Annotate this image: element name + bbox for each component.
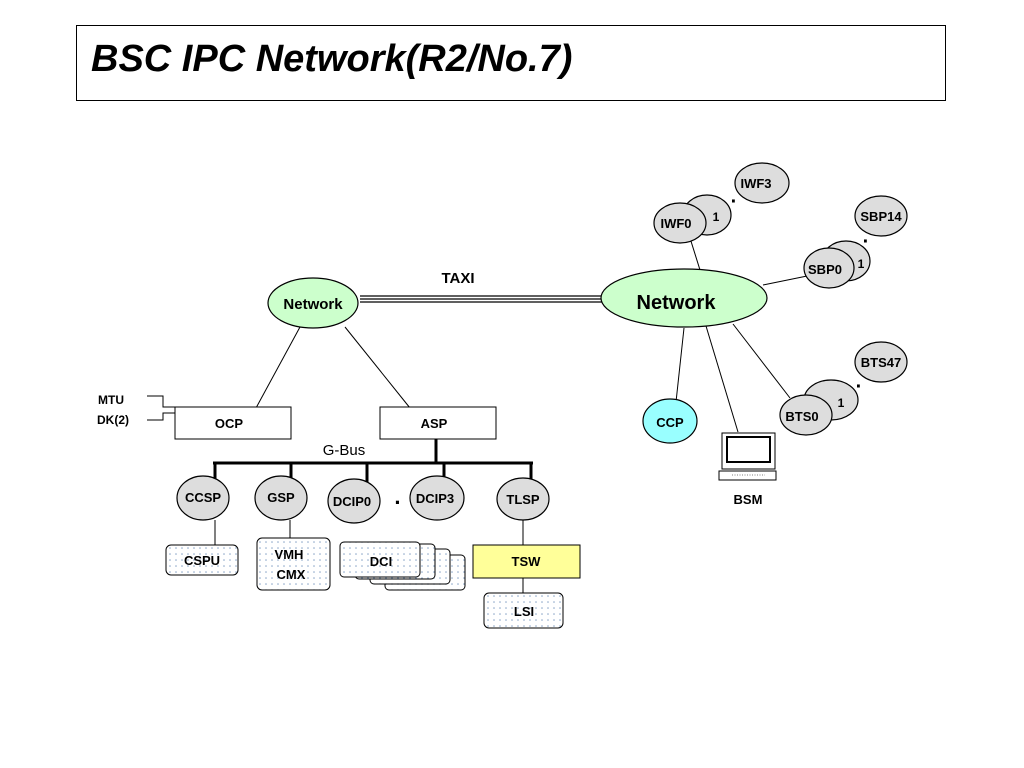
ccsp-node: CCSP	[176, 475, 230, 521]
svg-text:1: 1	[713, 210, 720, 224]
svg-text:OCP: OCP	[215, 416, 244, 431]
g-bus-label: G-Bus	[323, 442, 366, 459]
tsw-unit: TSW	[472, 544, 581, 579]
iwf-cluster: IWF3 · 1 IWF0	[653, 162, 790, 244]
dci-unit-stack: DCI	[339, 541, 466, 591]
svg-text:SBP0: SBP0	[808, 262, 842, 277]
svg-text:CCSP: CCSP	[185, 490, 221, 505]
svg-text:1: 1	[838, 396, 845, 410]
taxi-link	[360, 295, 602, 303]
svg-text:BTS47: BTS47	[861, 355, 901, 370]
svg-text:ASP: ASP	[421, 416, 448, 431]
dcip0-node: DCIP0	[327, 478, 381, 524]
svg-text:BTS0: BTS0	[785, 409, 818, 424]
gsp-node: GSP	[254, 475, 308, 521]
svg-text:SBP14: SBP14	[860, 209, 902, 224]
title-box: BSC IPC Network(R2/No.7)	[76, 25, 946, 101]
network-left-node: Network	[267, 277, 359, 329]
svg-text:VMH: VMH	[275, 547, 304, 562]
svg-text:CMX: CMX	[277, 567, 306, 582]
svg-text:CCP: CCP	[656, 415, 684, 430]
svg-text:GSP: GSP	[267, 490, 295, 505]
tlsp-node: TLSP	[496, 477, 550, 521]
connection-lines	[147, 237, 813, 593]
network-left-label: Network	[283, 296, 343, 313]
svg-text:·: ·	[731, 191, 738, 213]
svg-text:·: ·	[856, 376, 863, 398]
sbp-cluster: SBP14 · 1 SBP0	[803, 195, 908, 289]
network-right-label: Network	[637, 292, 717, 314]
dcip3-node: DCIP3	[409, 475, 465, 521]
asp-box: ASP	[379, 406, 497, 440]
page-title: BSC IPC Network(R2/No.7)	[91, 38, 573, 80]
g-bus	[213, 438, 533, 484]
dk-label: DK(2)	[97, 413, 129, 427]
svg-text:DCI: DCI	[370, 554, 392, 569]
mtu-label: MTU	[98, 393, 124, 407]
svg-text:TLSP: TLSP	[506, 492, 540, 507]
ccp-node: CCP	[642, 398, 698, 444]
svg-text:·: ·	[863, 231, 870, 253]
bsm-label: BSM	[734, 492, 763, 507]
bts-cluster: BTS47 · 1 BTS0	[779, 341, 908, 436]
network-right-node: Network	[600, 268, 768, 328]
dcip-ellipsis: ·	[394, 490, 401, 515]
cspu-unit: CSPU	[165, 544, 239, 576]
vmh-cmx-unit: VMH CMX	[256, 537, 331, 591]
svg-text:CSPU: CSPU	[184, 553, 220, 568]
svg-text:TSW: TSW	[512, 554, 542, 569]
svg-text:IWF0: IWF0	[660, 216, 691, 231]
bsm-computer-icon	[718, 432, 777, 481]
svg-text:1: 1	[858, 257, 865, 271]
svg-text:DCIP0: DCIP0	[333, 494, 371, 509]
svg-text:DCIP3: DCIP3	[416, 491, 454, 506]
taxi-label: TAXI	[441, 270, 474, 287]
ocp-box: OCP	[174, 406, 292, 440]
svg-text:IWF3: IWF3	[740, 176, 771, 191]
svg-text:LSI: LSI	[514, 604, 534, 619]
lsi-unit: LSI	[483, 592, 564, 629]
